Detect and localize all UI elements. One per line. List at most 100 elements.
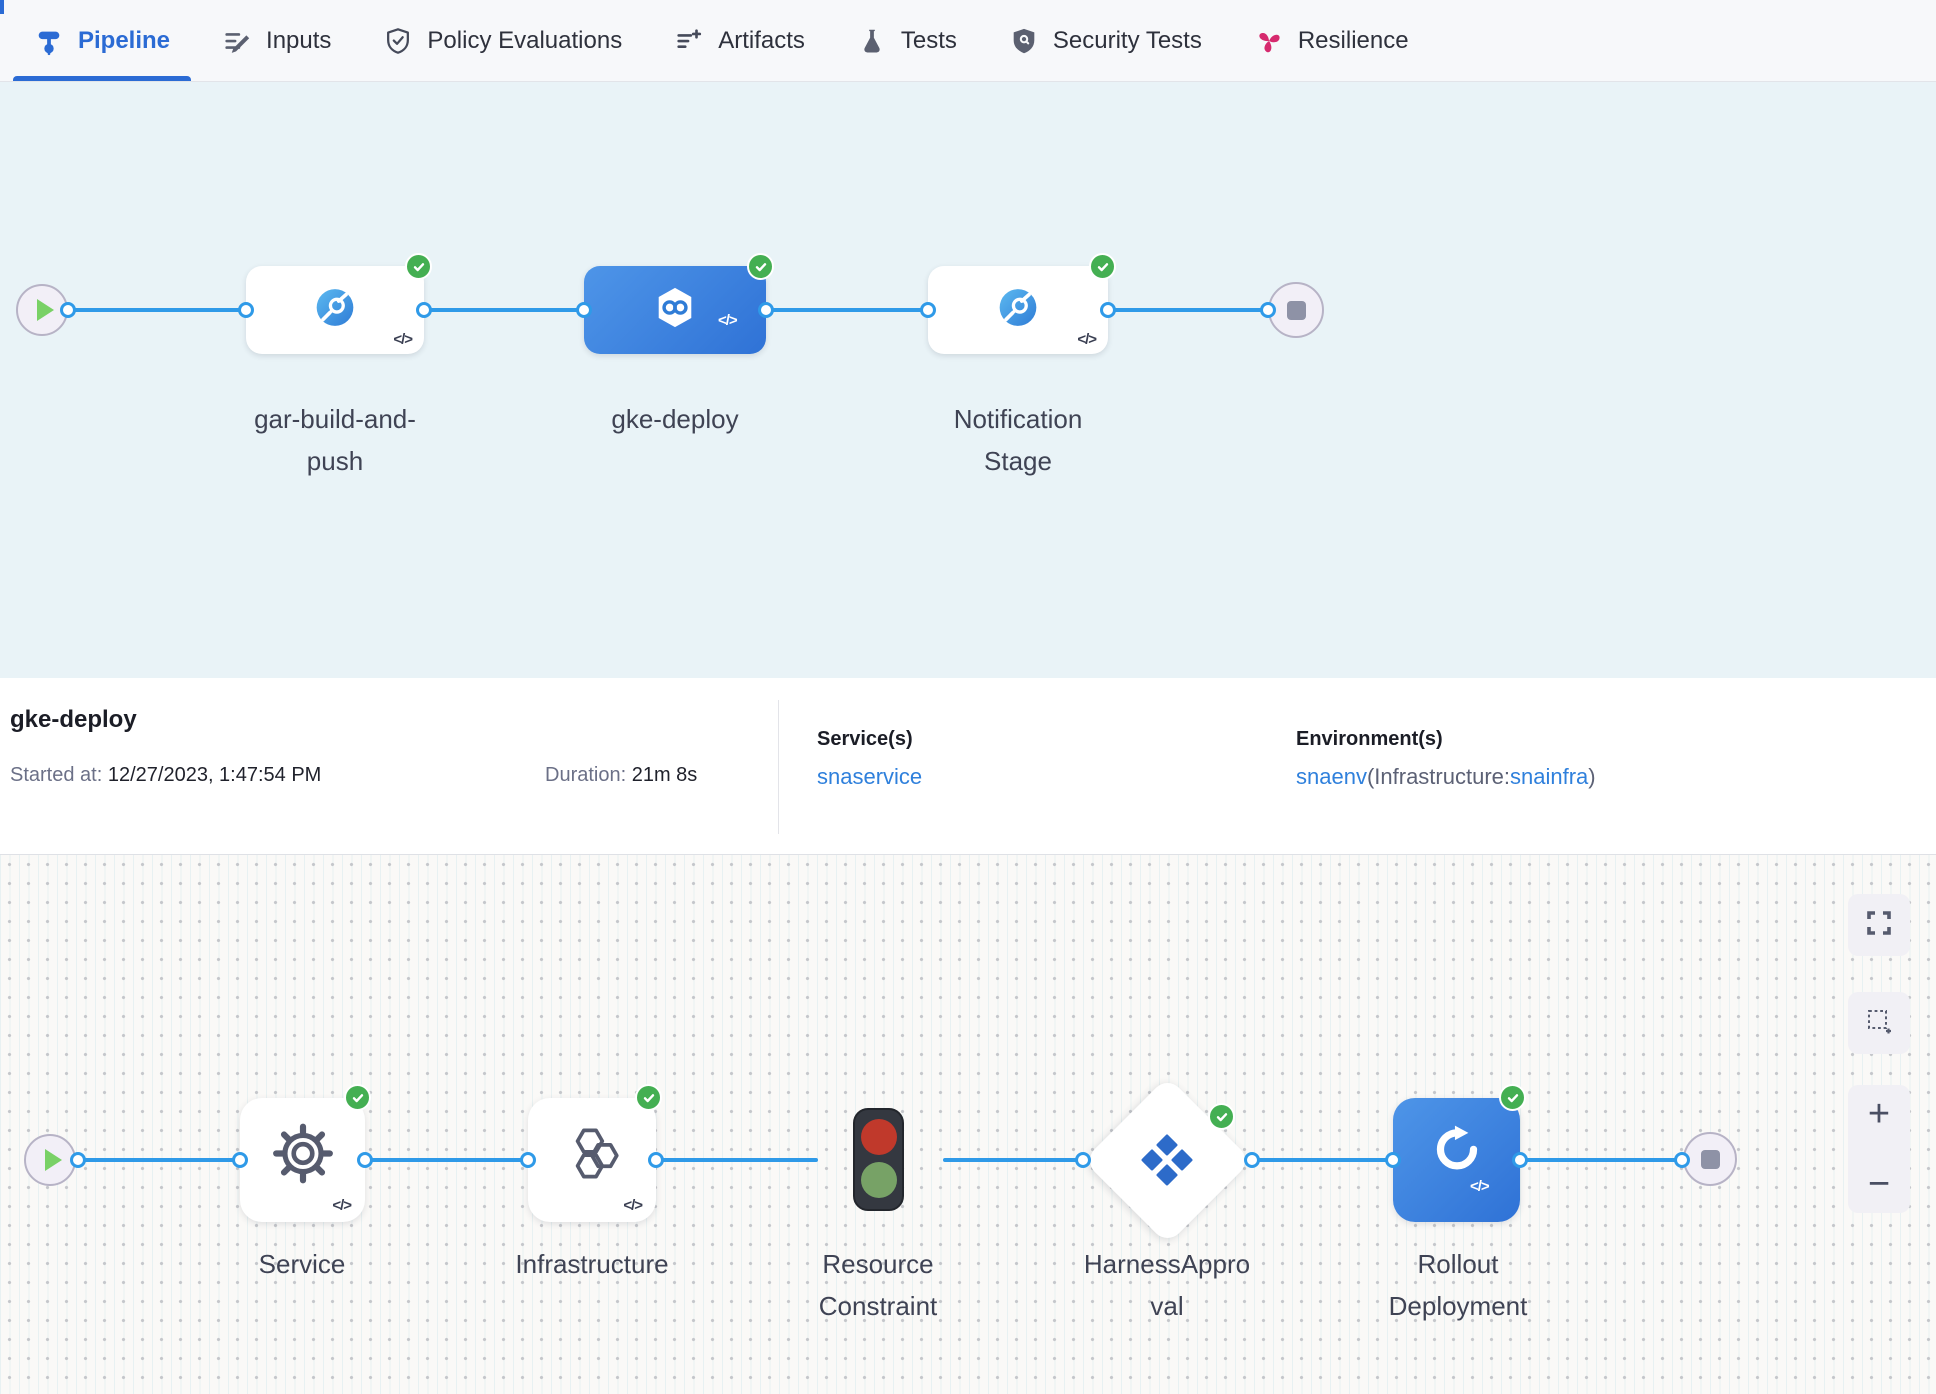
resilience-icon [1254, 26, 1284, 56]
stage-edge [1108, 308, 1268, 312]
execution-graph-canvas[interactable]: </> </> [0, 855, 1936, 1394]
tests-icon [857, 26, 887, 56]
policy-evaluations-icon [383, 26, 413, 56]
tab-resilience[interactable]: Resilience [1228, 0, 1435, 81]
infrastructure-prefix: (Infrastructure: [1366, 764, 1510, 789]
tab-label: Policy Evaluations [427, 26, 623, 54]
red-light [860, 1119, 897, 1155]
success-check-badge [635, 1084, 662, 1111]
pipeline-icon [34, 26, 64, 56]
left-edge-accent [0, 0, 4, 14]
green-light [860, 1162, 897, 1198]
step-edge [943, 1158, 1083, 1162]
infrastructure-hexagons-icon [559, 1121, 625, 1192]
step-resource-constraint-traffic-light-icon[interactable] [853, 1108, 904, 1211]
stage-code-glyph: </> [1077, 331, 1097, 348]
tab-pipeline[interactable]: Pipeline [8, 0, 196, 81]
play-icon [37, 299, 54, 321]
zoom-in-button[interactable]: + [1867, 1093, 1891, 1135]
node-port [357, 1152, 373, 1168]
node-port [1674, 1152, 1690, 1168]
stage-card-gar-build-and-push[interactable]: </> [246, 253, 432, 354]
tab-label: Artifacts [718, 26, 805, 54]
stage-summary-bar: gke-deploy Started at: 12/27/2023, 1:47:… [0, 678, 1936, 855]
stage-code-glyph: </> [393, 331, 413, 348]
step-label: Infrastructure [515, 1249, 669, 1279]
tab-artifacts[interactable]: Artifacts [648, 0, 831, 81]
stage-card-notification-stage[interactable]: </> [928, 253, 1116, 354]
duration-label: Duration: [545, 764, 627, 786]
stage-label: gke-deploy [611, 404, 739, 434]
environment-link[interactable]: snaenv [1296, 764, 1367, 789]
tab-policy-evaluations[interactable]: Policy Evaluations [357, 0, 648, 81]
stage-label: Notification Stage [953, 404, 1083, 476]
step-label: Resource Constraint [818, 1249, 938, 1321]
step-edge [1520, 1158, 1682, 1162]
step-code-glyph: </> [623, 1197, 643, 1214]
tab-inputs[interactable]: Inputs [196, 0, 357, 81]
stage-graph-canvas[interactable]: </> </> [0, 82, 1936, 678]
stage-card-gke-deploy[interactable]: </> [584, 253, 774, 354]
success-check-badge [1089, 253, 1116, 280]
node-port [1385, 1152, 1401, 1168]
custom-stage-icon [996, 286, 1040, 335]
active-tab-underline [13, 76, 192, 81]
step-code-glyph: </> [1470, 1178, 1490, 1195]
success-check-badge [747, 253, 774, 280]
tab-label: Inputs [266, 26, 332, 54]
execution-start-node [24, 1134, 76, 1186]
pipeline-end-node [1268, 282, 1324, 338]
fullscreen-button[interactable] [1848, 894, 1910, 956]
node-port [920, 302, 936, 318]
approval-diamonds-icon [1139, 1132, 1195, 1193]
selected-stage-title: gke-deploy [10, 706, 137, 733]
selection-mode-button[interactable] [1848, 992, 1910, 1054]
duration: Duration: 21m 8s [545, 764, 697, 787]
success-check-badge [1208, 1103, 1235, 1130]
success-check-badge [344, 1084, 371, 1111]
node-port [520, 1152, 536, 1168]
node-port [1244, 1152, 1260, 1168]
inputs-icon [222, 26, 252, 56]
step-edge [656, 1158, 818, 1162]
summary-divider [778, 700, 779, 834]
step-code-glyph: </> [332, 1197, 352, 1214]
infrastructure-suffix: ) [1588, 764, 1596, 789]
node-port [416, 302, 432, 318]
node-port [238, 302, 254, 318]
node-port [576, 302, 592, 318]
selection-marquee-icon [1863, 1005, 1895, 1042]
stage-edge [766, 308, 928, 312]
security-tests-icon [1009, 26, 1039, 56]
success-check-badge [1499, 1084, 1526, 1111]
started-at-value: 12/27/2023, 1:47:54 PM [107, 764, 322, 786]
tab-label: Resilience [1297, 26, 1409, 54]
zoom-out-button[interactable]: − [1867, 1163, 1891, 1205]
tab-tests[interactable]: Tests [831, 0, 983, 81]
node-port [1100, 302, 1116, 318]
node-port [1512, 1152, 1528, 1168]
zoom-controls: + − [1848, 1085, 1910, 1213]
tab-security-tests[interactable]: Security Tests [983, 0, 1228, 81]
stop-icon [1700, 1149, 1720, 1169]
environment-value: snaenv(Infrastructure:snainfra) [1296, 764, 1596, 790]
stage-code-glyph: </> [718, 312, 738, 329]
tab-label: Tests [900, 26, 957, 54]
ci-build-stage-icon [313, 286, 357, 335]
step-card-infrastructure[interactable]: </> [528, 1084, 662, 1222]
step-card-service[interactable]: </> [240, 1084, 371, 1222]
environments-header: Environment(s) [1296, 728, 1443, 750]
step-label: HarnessApproval [1083, 1249, 1251, 1321]
node-port [1075, 1152, 1091, 1168]
fullscreen-icon [1863, 907, 1895, 944]
service-link[interactable]: snaservice [817, 764, 923, 789]
node-port [648, 1152, 664, 1168]
node-port [70, 1152, 86, 1168]
step-edge [365, 1158, 528, 1162]
stop-icon [1286, 300, 1306, 320]
stage-edge [68, 308, 246, 312]
step-card-rollout-deployment[interactable]: </> [1393, 1084, 1526, 1222]
infrastructure-link[interactable]: snainfra [1510, 764, 1589, 789]
rollout-deployment-icon [1426, 1123, 1488, 1190]
node-port [758, 302, 774, 318]
